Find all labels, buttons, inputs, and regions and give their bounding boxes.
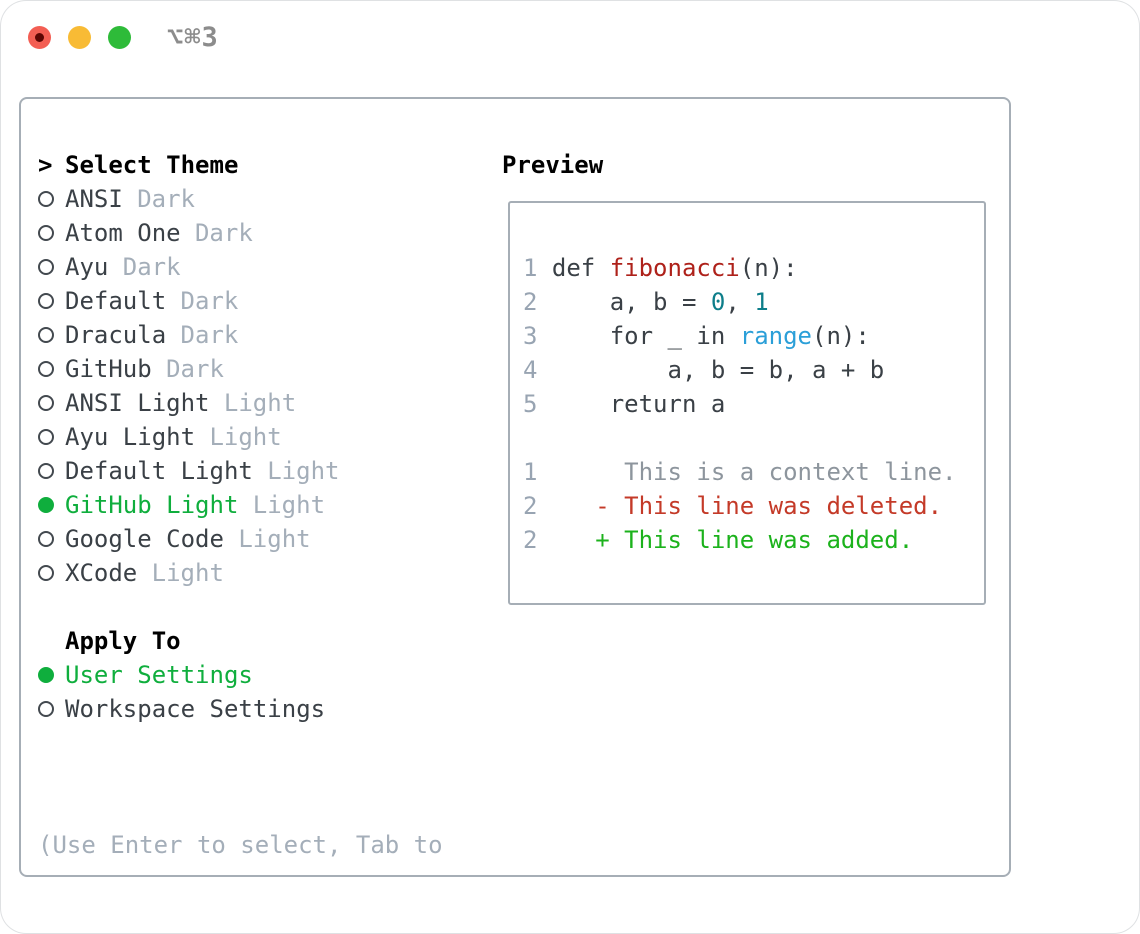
radio-icon <box>38 701 65 717</box>
theme-option-ansi[interactable]: ANSI Dark <box>38 182 339 216</box>
radio-icon <box>38 327 65 343</box>
theme-option-label: GitHub <box>65 355 152 383</box>
close-button[interactable] <box>28 26 51 49</box>
theme-variant-tag: Light <box>151 559 224 587</box>
theme-option-default-light[interactable]: Default Light Light <box>38 454 339 488</box>
theme-option-label: Ayu Light <box>65 423 196 451</box>
theme-variant-tag: Light <box>252 491 326 519</box>
theme-list-title: Select Theme <box>65 151 239 179</box>
radio-selected-icon <box>38 667 65 683</box>
keyboard-hint-line2: change focus) <box>38 930 443 934</box>
window-title: ⌥⌘3 <box>167 22 219 53</box>
preview-title: Preview <box>502 151 604 179</box>
theme-option-label: ANSI <box>65 185 123 213</box>
theme-option-google-code[interactable]: Google Code Light <box>38 522 339 556</box>
radio-icon <box>38 225 65 241</box>
theme-option-github[interactable]: GitHub Dark <box>38 352 339 386</box>
theme-option-label: Default Light <box>65 457 253 485</box>
radio-icon <box>38 361 65 377</box>
prompt-arrow-icon: > <box>38 151 53 179</box>
radio-icon <box>38 395 65 411</box>
keyboard-hint-line1: (Use Enter to select, Tab to <box>38 831 443 859</box>
theme-option-label: Google Code <box>65 525 224 553</box>
titlebar: ⌥⌘3 <box>0 0 1140 74</box>
radio-icon <box>38 429 65 445</box>
theme-option-label: Ayu <box>65 253 109 281</box>
apply-option-label: Workspace Settings <box>65 695 326 723</box>
theme-option-label: XCode <box>65 559 138 587</box>
apply-option-user-settings[interactable]: User Settings <box>38 658 325 692</box>
radio-icon <box>38 531 65 547</box>
radio-selected-icon <box>38 497 65 513</box>
radio-icon <box>38 565 65 581</box>
radio-icon <box>38 191 65 207</box>
theme-option-ayu-light[interactable]: Ayu Light Light <box>38 420 339 454</box>
theme-option-dracula[interactable]: Dracula Dark <box>38 318 339 352</box>
theme-option-ansi-light[interactable]: ANSI Light Light <box>38 386 339 420</box>
theme-option-atom-one[interactable]: Atom One Dark <box>38 216 339 250</box>
theme-variant-tag: Dark <box>180 321 239 349</box>
theme-option-xcode[interactable]: XCode Light <box>38 556 339 590</box>
theme-list-header: > Select Theme <box>38 148 339 182</box>
theme-variant-tag: Light <box>209 423 282 451</box>
apply-option-label: User Settings <box>65 661 253 689</box>
preview-code: 1 def fibonacci(n): 2 a, b = 0, 1 3 for … <box>523 254 957 554</box>
apply-to-header: Apply To <box>38 624 325 658</box>
radio-icon <box>38 259 65 275</box>
apply-to-title: Apply To <box>65 627 181 655</box>
theme-variant-tag: Light <box>267 457 340 485</box>
radio-icon <box>38 293 65 309</box>
theme-variant-tag: Dark <box>137 185 195 213</box>
theme-option-default[interactable]: Default Dark <box>38 284 339 318</box>
minimize-button[interactable] <box>68 26 91 49</box>
theme-option-label: GitHub Light <box>65 491 239 519</box>
theme-variant-tag: Dark <box>180 287 239 315</box>
theme-variant-tag: Dark <box>194 219 253 247</box>
theme-variant-tag: Dark <box>122 253 181 281</box>
theme-option-label: Dracula <box>65 321 167 349</box>
theme-option-label: Atom One <box>65 219 181 247</box>
theme-option-label: ANSI Light <box>65 389 210 417</box>
theme-option-github-light[interactable]: GitHub Light Light <box>38 488 339 522</box>
theme-option-label: Default <box>65 287 167 315</box>
theme-variant-tag: Light <box>223 389 297 417</box>
theme-option-ayu[interactable]: Ayu Dark <box>38 250 339 284</box>
close-dot-icon <box>35 33 44 42</box>
theme-variant-tag: Dark <box>166 355 224 383</box>
preview-box: 1 def fibonacci(n): 2 a, b = 0, 1 3 for … <box>508 201 986 605</box>
keyboard-hint: (Use Enter to select, Tab to change focu… <box>38 760 443 934</box>
radio-icon <box>38 463 65 479</box>
zoom-button[interactable] <box>108 26 131 49</box>
apply-option-workspace-settings[interactable]: Workspace Settings <box>38 692 325 726</box>
theme-variant-tag: Light <box>238 525 311 553</box>
